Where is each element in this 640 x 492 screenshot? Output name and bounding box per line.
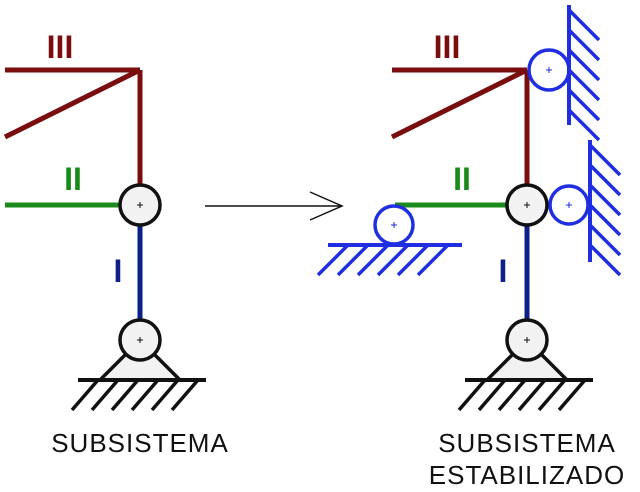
label-ii-stabilized: II [453, 161, 471, 197]
caption-subsistema: SUBSISTEMA [51, 428, 229, 458]
right-subsystem: III II I [316, 5, 625, 490]
caption-subsistema-line1: SUBSISTEMA [438, 428, 616, 458]
hinge-upper [118, 183, 162, 227]
pin-support [70, 318, 206, 412]
added-roller-wall-lower [548, 140, 622, 277]
right-arrow-icon [205, 191, 344, 221]
left-subsystem: III II I [3, 29, 229, 458]
label-ii: II [64, 161, 82, 197]
caption-estabilizado-line2: ESTABILIZADO [429, 460, 625, 490]
added-roller-ground [316, 204, 462, 277]
member-iii-stabilized [390, 67, 530, 185]
label-iii-stabilized: III [434, 29, 461, 65]
pin-support-stabilized [457, 318, 593, 412]
label-iii: III [47, 29, 74, 65]
added-roller-wall-upper [527, 5, 601, 142]
label-i-stabilized: I [499, 253, 508, 289]
label-i: I [114, 253, 123, 289]
member-iii [3, 67, 143, 185]
hinge-upper-stabilized [505, 183, 549, 227]
